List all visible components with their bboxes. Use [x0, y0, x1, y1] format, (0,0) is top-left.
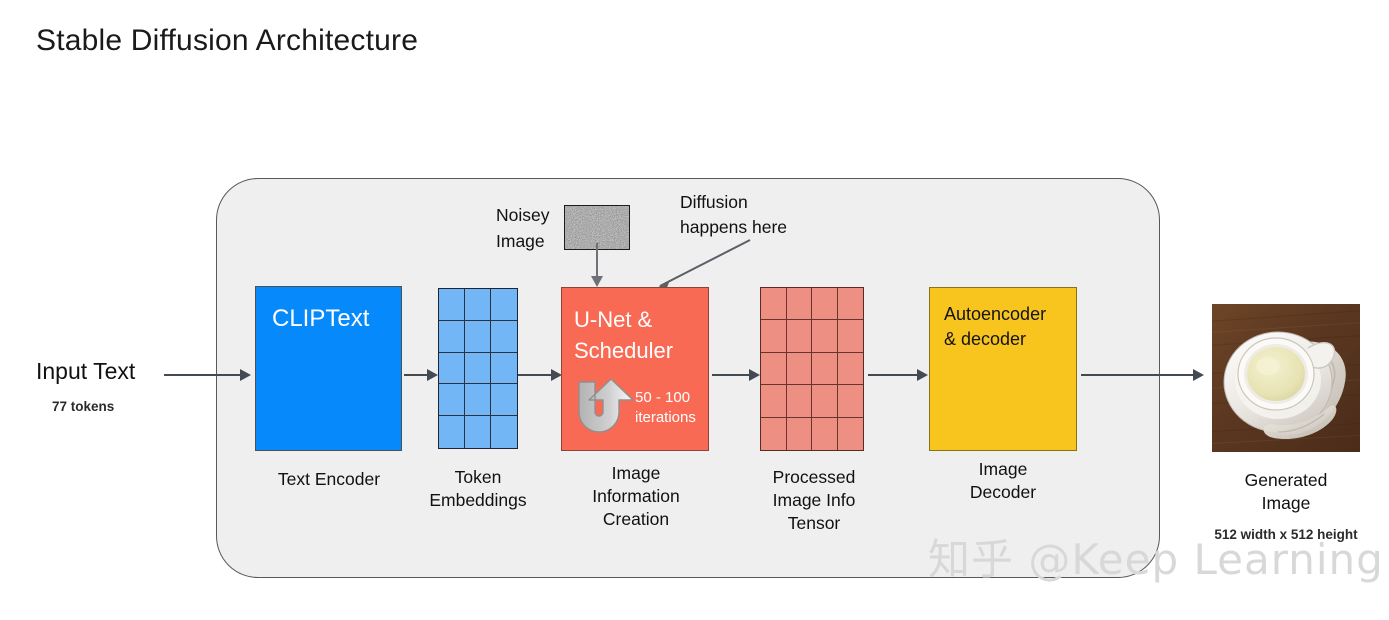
- grid-cell: [837, 385, 863, 418]
- grid-cell: [439, 352, 465, 385]
- generated-image-dimensions: 512 width x 512 height: [1214, 527, 1358, 542]
- coffee-cup-photo-icon: [1212, 304, 1360, 452]
- generated-image-photo: [1212, 304, 1360, 452]
- grid-cell: [439, 384, 465, 417]
- caption-line: Generated: [1244, 470, 1328, 490]
- diffusion-annotation-line: happens here: [680, 217, 788, 237]
- caption-line: Image: [1261, 493, 1311, 513]
- caption-image-decoder: Image Decoder: [913, 458, 1093, 504]
- unet-box-label: U-Net & Scheduler: [574, 304, 673, 366]
- unet-iterations-line: 50 - 100: [635, 389, 691, 406]
- grid-cell: [812, 385, 838, 418]
- noise-texture-icon: [565, 206, 629, 249]
- grid-cell: [761, 320, 787, 353]
- grid-cell: [786, 352, 812, 386]
- grid-cell: [465, 320, 491, 353]
- autoencoder-box-label-line: & decoder: [944, 329, 1027, 349]
- grid-cell: [491, 353, 517, 385]
- grid-cell: [837, 288, 863, 321]
- autoencoder-box-label: Autoencoder & decoder: [944, 302, 1046, 352]
- grid-cell: [786, 320, 812, 353]
- grid-cell: [439, 320, 465, 353]
- grid-cell: [465, 384, 491, 417]
- grid-cell: [491, 416, 517, 448]
- grid-cell: [491, 321, 517, 353]
- grid-cell: [838, 418, 864, 450]
- unet-box-label-line: Scheduler: [574, 338, 674, 363]
- grid-cell: [787, 417, 812, 450]
- grid-cell: [786, 385, 812, 418]
- unet-scheduler-box[interactable]: U-Net & Scheduler 50 - 100 iterations: [561, 287, 709, 451]
- input-token-count: 77 tokens: [52, 399, 115, 414]
- grid-cell: [837, 320, 863, 353]
- caption-line: Token: [454, 467, 502, 487]
- grid-cell: [786, 288, 812, 321]
- autoencoder-decoder-box[interactable]: Autoencoder & decoder: [929, 287, 1077, 451]
- grid-cell: [812, 288, 838, 321]
- autoencoder-box-label-line: Autoencoder: [944, 304, 1047, 324]
- grid-cell: [491, 289, 517, 321]
- grid-cell: [491, 384, 517, 417]
- grid-cell: [812, 320, 838, 353]
- arrow-decoder-to-image: [1081, 369, 1205, 381]
- arrow-input-to-encoder: [164, 369, 252, 381]
- caption-image-information-creation: Image Information Creation: [548, 462, 724, 531]
- grid-cell: [837, 353, 863, 386]
- input-text-label: Input Text: [36, 358, 136, 384]
- grid-cell: [761, 385, 787, 418]
- noisy-image-label-line: Image: [496, 231, 545, 251]
- arrow-encoder-to-embeddings: [404, 369, 438, 381]
- arrow-tensor-to-decoder: [868, 369, 928, 381]
- unet-box-label-line: U-Net &: [574, 307, 653, 332]
- loop-arrow-icon: [578, 378, 634, 433]
- unet-iterations-line: iterations: [635, 409, 696, 426]
- grid-cell: [761, 352, 787, 386]
- caption-line: Tensor: [787, 513, 841, 533]
- clip-text-label: CLIPText: [272, 305, 370, 332]
- caption-text-encoder: Text Encoder: [277, 469, 381, 489]
- diffusion-annotation: Diffusion happens here: [680, 190, 787, 240]
- noisy-image-label: Noisey Image: [496, 202, 550, 254]
- caption-line: Decoder: [969, 482, 1037, 502]
- arrow-embeddings-to-unet: [518, 369, 562, 381]
- caption-line: Image Info: [772, 490, 856, 510]
- grid-cell: [439, 416, 465, 448]
- caption-line: Image: [978, 459, 1028, 479]
- caption-line: Creation: [602, 509, 670, 529]
- noisy-image-label-line: Noisey: [496, 205, 550, 225]
- grid-cell: [761, 288, 787, 321]
- clip-text-box[interactable]: CLIPText: [255, 286, 402, 451]
- caption-line: Image: [611, 463, 661, 483]
- page-title: Stable Diffusion Architecture: [36, 24, 419, 57]
- diffusion-annotation-line: Diffusion: [680, 192, 748, 212]
- arrow-noise-to-unet: [591, 243, 603, 288]
- grid-cell: [812, 352, 838, 386]
- grid-cell: [761, 417, 787, 450]
- grid-cell: [439, 289, 465, 321]
- caption-generated-image: Generated Image: [1186, 469, 1386, 515]
- unet-iterations-label: 50 - 100 iterations: [635, 388, 696, 428]
- processed-image-info-tensor-grid: [760, 287, 864, 451]
- grid-cell: [465, 289, 491, 321]
- caption-line: Processed: [772, 467, 856, 487]
- caption-processed-image-info-tensor: Processed Image Info Tensor: [728, 466, 900, 535]
- arrow-unet-to-tensor: [712, 369, 760, 381]
- grid-cell: [812, 417, 838, 450]
- caption-line: Information: [592, 486, 680, 506]
- token-embeddings-grid: [438, 288, 518, 449]
- caption-token-embeddings: Token Embeddings: [398, 466, 558, 512]
- grid-cell: [465, 416, 491, 448]
- caption-line: Embeddings: [429, 490, 527, 510]
- grid-cell: [465, 352, 491, 385]
